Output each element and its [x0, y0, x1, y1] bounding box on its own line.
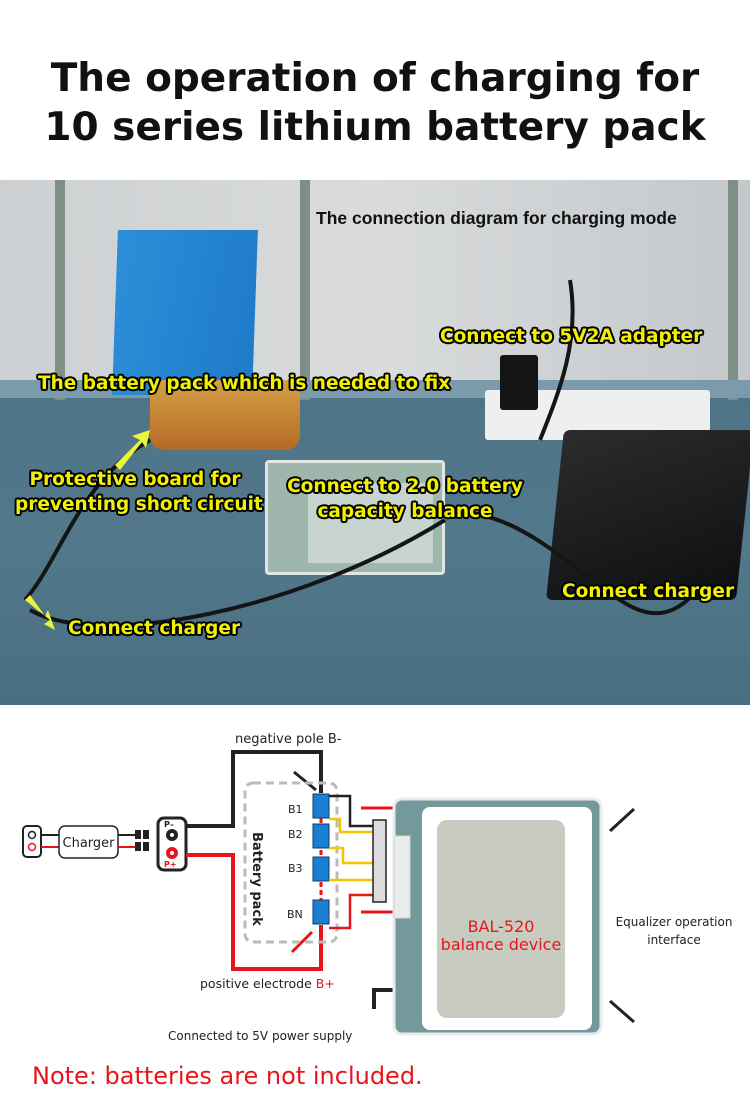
wiring-diagram: negative pole B- Charger P– P+ Battery p… [22, 732, 733, 1043]
arrow-icon [115, 430, 150, 470]
cables [23, 279, 742, 630]
charger-label: Charger [63, 836, 116, 851]
label-line: Protective board for [29, 469, 241, 490]
adapter-image [500, 355, 538, 410]
battery-pack-label: Battery pack [249, 832, 264, 926]
label-connect-charger-right: Connect charger [562, 581, 735, 602]
balance-device-image [265, 460, 445, 575]
photo-caption: The connection diagram for charging mode [316, 208, 677, 228]
p-plus-label: P+ [164, 860, 177, 869]
charger-box [58, 825, 119, 859]
cell-label: BN [287, 908, 303, 921]
cell-b2 [312, 823, 330, 849]
label-battery-pack: The battery pack which is needed to fix [38, 373, 451, 394]
battery-pack-image [150, 380, 300, 450]
interface-label: interface [647, 933, 701, 947]
device-name: balance device [441, 935, 562, 954]
cell-b1 [312, 793, 330, 819]
positive-electrode-label: positive electrode B+ [200, 976, 335, 991]
interface-label: Equalizer operation [616, 915, 733, 929]
power-supply-label: Connected to 5V power supply [168, 1029, 352, 1043]
arrow-icon [25, 595, 55, 630]
window-frame [55, 180, 65, 400]
label-line: Connect to 2.0 battery [287, 476, 523, 497]
cell-bn [312, 899, 330, 925]
window-frame [300, 180, 310, 400]
output-connector [156, 816, 188, 872]
negative-pole-label: negative pole B- [235, 732, 342, 747]
cell-label: B2 [288, 828, 303, 841]
label-connect-charger-left: Connect charger [68, 618, 241, 639]
label-protective-board: Protective board for preventing short ci… [15, 467, 263, 517]
window-frame [728, 180, 738, 400]
device-screen [437, 820, 565, 1018]
cell-label: B1 [288, 803, 303, 816]
device-model: BAL-520 [468, 917, 535, 936]
cell-label: B3 [288, 862, 303, 875]
label-balance: Connect to 2.0 battery capacity balance [285, 474, 525, 524]
cell-b3 [312, 856, 330, 882]
battery-pack-outline [243, 781, 339, 944]
setup-photo: The connection diagram for charging mode… [0, 180, 750, 705]
p-minus-label: P– [164, 820, 174, 829]
balance-connector [372, 819, 387, 903]
page-title: The operation of charging for 10 series … [0, 54, 750, 152]
title-line-2: 10 series lithium battery pack [44, 105, 706, 150]
note-text: Note: batteries are not included. [32, 1062, 423, 1090]
title-line-1: The operation of charging for [50, 56, 700, 101]
plug-icon [22, 825, 42, 858]
label-adapter: Connect to 5V2A adapter [440, 326, 703, 347]
label-line: preventing short circuit [15, 494, 263, 515]
label-line: capacity balance [317, 501, 493, 522]
